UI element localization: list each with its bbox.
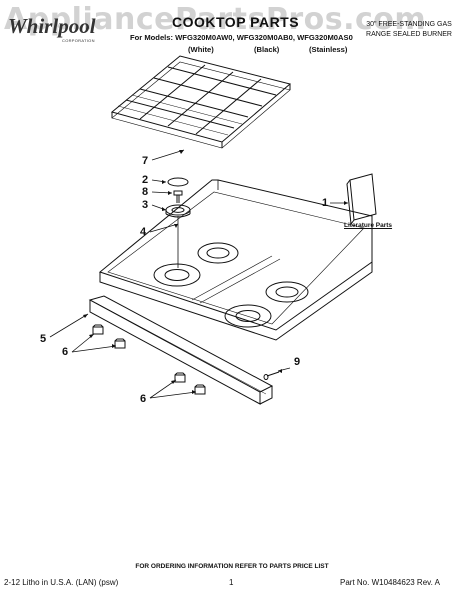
leader-lines: [49, 149, 348, 399]
callout-2: 2: [142, 174, 149, 186]
screw: [263, 371, 280, 380]
callout-6-top: 6: [62, 346, 69, 358]
knobs: [92, 324, 206, 395]
part-number: Part No. W10484623 Rev. A: [340, 578, 440, 587]
grate: [110, 55, 292, 149]
page-number: 1: [229, 578, 234, 587]
callout-8: 8: [142, 186, 149, 198]
callout-3: 3: [142, 199, 149, 211]
callout-1: 1: [322, 197, 329, 209]
literature-parts: [346, 173, 377, 226]
litho-info: 2-12 Litho in U.S.A. (LAN) (psw): [4, 578, 119, 587]
burner-cap: [167, 177, 189, 187]
variant-black: (Black): [254, 45, 280, 54]
brand-logo: Whirlpool: [8, 14, 96, 38]
literature-parts-label: Literature Parts: [344, 222, 393, 229]
model-numbers: For Models: WFG320M0AW0, WFG320M0AB0, WF…: [130, 33, 353, 42]
watermark: AppliancePartsPros.com: [4, 2, 427, 37]
variant-stainless: (Stainless): [309, 45, 348, 54]
callout-9: 9: [294, 356, 301, 368]
callout-6-bottom: 6: [140, 393, 147, 405]
variant-white: (White): [188, 45, 214, 54]
spark-electrode: [173, 190, 183, 203]
cooktop: [98, 179, 373, 341]
callout-4: 4: [140, 226, 147, 238]
callout-7: 7: [142, 155, 149, 167]
ordering-note: FOR ORDERING INFORMATION REFER TO PARTS …: [135, 563, 329, 570]
control-panel: [88, 295, 274, 405]
product-description: 30" Free-Standing Gas Range Sealed Burne…: [366, 21, 452, 38]
brand-logo-subtitle: CORPORATION: [62, 38, 95, 43]
page-title: COOKTOP PARTS: [172, 14, 300, 30]
callout-5: 5: [40, 333, 47, 345]
